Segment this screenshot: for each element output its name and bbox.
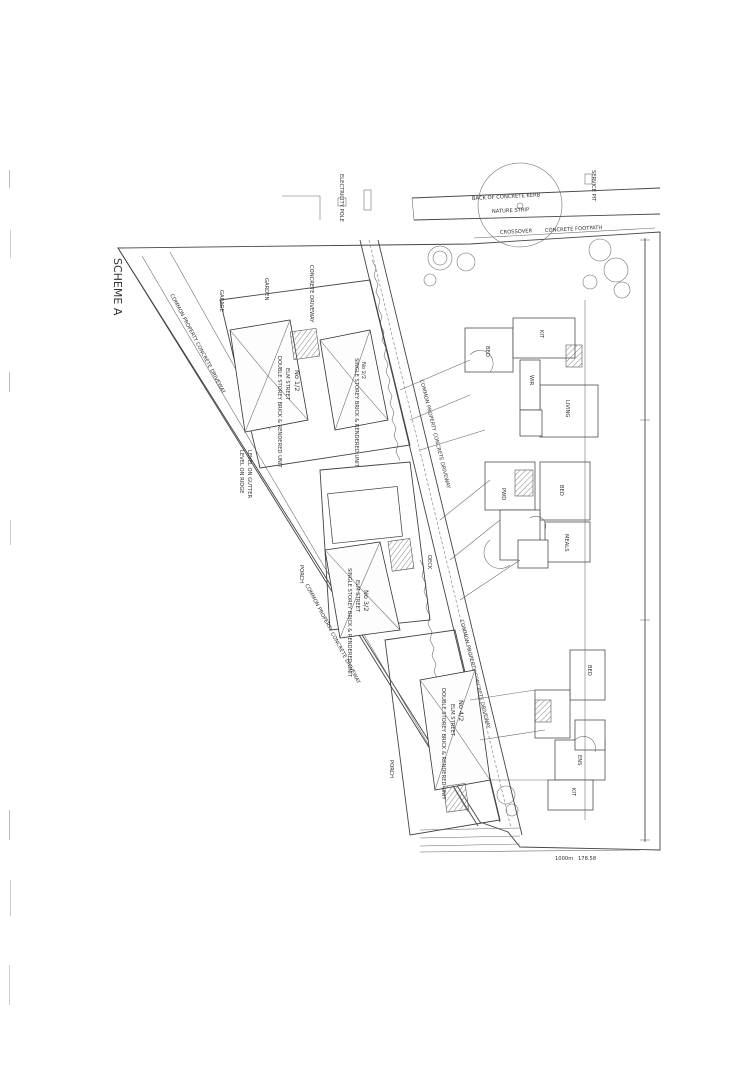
street-zone: BACK OF CONCRETE KERB NATURE STRIP CONCR… — [282, 162, 661, 248]
unit-4-address: ELM STREET — [449, 704, 455, 737]
svg-text:COMMON PROPERTY CONCRETE DRIVE: COMMON PROPERTY CONCRETE DRIVEWAY — [168, 293, 226, 395]
unit-3-desc: SINGLE STOREY BRICK & RENDERED UNIT — [346, 568, 352, 678]
unit-1-address: ELM STREET — [284, 368, 290, 401]
label-deck-3: DECK — [426, 555, 432, 570]
unit-3-name: No 3/2 — [362, 590, 370, 611]
dimension-178-58: 178.58 — [578, 856, 596, 862]
unit-2-desc: SINGLE STOREY BRICK & RENDERED UNIT — [353, 358, 359, 468]
label-electricity-pole: ELECTRICITY POLE — [338, 174, 344, 222]
label-back-of-kerb: BACK OF CONCRETE KERB — [472, 192, 541, 202]
unit-4-desc: DOUBLE STOREY BRICK & RENDERED UNIT — [440, 688, 446, 800]
unit-4-name: No 4/2 — [457, 700, 465, 721]
sheet-title: SCHEME A — [111, 258, 124, 316]
label-ens-3: ENS — [576, 755, 582, 765]
label-porch-3: PORCH — [298, 565, 304, 583]
dimension-1000m: 1000m — [555, 856, 573, 862]
svg-text:CONCRETE DRIVEWAY: CONCRETE DRIVEWAY — [308, 265, 314, 323]
label-bed-3: BED — [586, 665, 592, 676]
label-nature-strip: NATURE STRIP — [492, 207, 530, 215]
label-level-ridge-1: LEVEL ON RIDGE — [238, 450, 244, 494]
trees — [423, 238, 631, 817]
label-kit-3: KIT — [570, 788, 576, 797]
label-garage-1: GARAGE — [218, 290, 224, 312]
unit-3-address: ELM STREET — [354, 580, 360, 613]
unit-4-block: No 4/2 ELM STREET DOUBLE STOREY BRICK & … — [384, 629, 501, 836]
floor-plan-2: BED MEALS PWD — [483, 461, 591, 569]
bottom-dimensions: 1000m 178.58 — [419, 827, 641, 862]
label-level-gutter-1: LEVEL ON GUTTER — [246, 450, 252, 498]
unit-1-2-block: No 1/2 ELM STREET DOUBLE STOREY BRICK & … — [218, 265, 411, 498]
label-garden-1: GARDEN — [263, 278, 269, 300]
unit-3-block: No 3/2 ELM STREET SINGLE STOREY BRICK & … — [298, 461, 432, 678]
label-meals-2: MEALS — [563, 534, 569, 552]
unit-1-desc: DOUBLE STOREY BRICK & RENDERED UNIT — [276, 356, 282, 468]
label-footpath: CONCRETE FOOTPATH — [545, 225, 603, 234]
label-pwd-2: PWD — [500, 488, 506, 500]
dimension-line-right — [584, 238, 650, 842]
floor-plan-3: BED ENS KIT — [534, 649, 606, 811]
label-crossover: CROSSOVER — [500, 228, 533, 236]
label-living-1: LIVING — [564, 400, 570, 417]
label-kit-1: KIT — [538, 330, 544, 339]
label-wir-1: WIR — [528, 375, 534, 386]
label-porch-4: PORCH — [388, 760, 394, 778]
setback-lines — [399, 359, 550, 781]
unit-1-name: No 1/2 — [293, 370, 301, 391]
site-boundary — [117, 231, 661, 851]
label-bed-2: BED — [558, 485, 564, 496]
unit-2-name: No 2/2 — [360, 362, 366, 379]
floor-plan-1: BED KIT LIVING WIR — [464, 317, 599, 438]
margin-specks — [9, 170, 11, 1005]
label-service-pit: SERVICE PIT — [590, 170, 596, 202]
label-bed-1: BED — [484, 346, 490, 357]
